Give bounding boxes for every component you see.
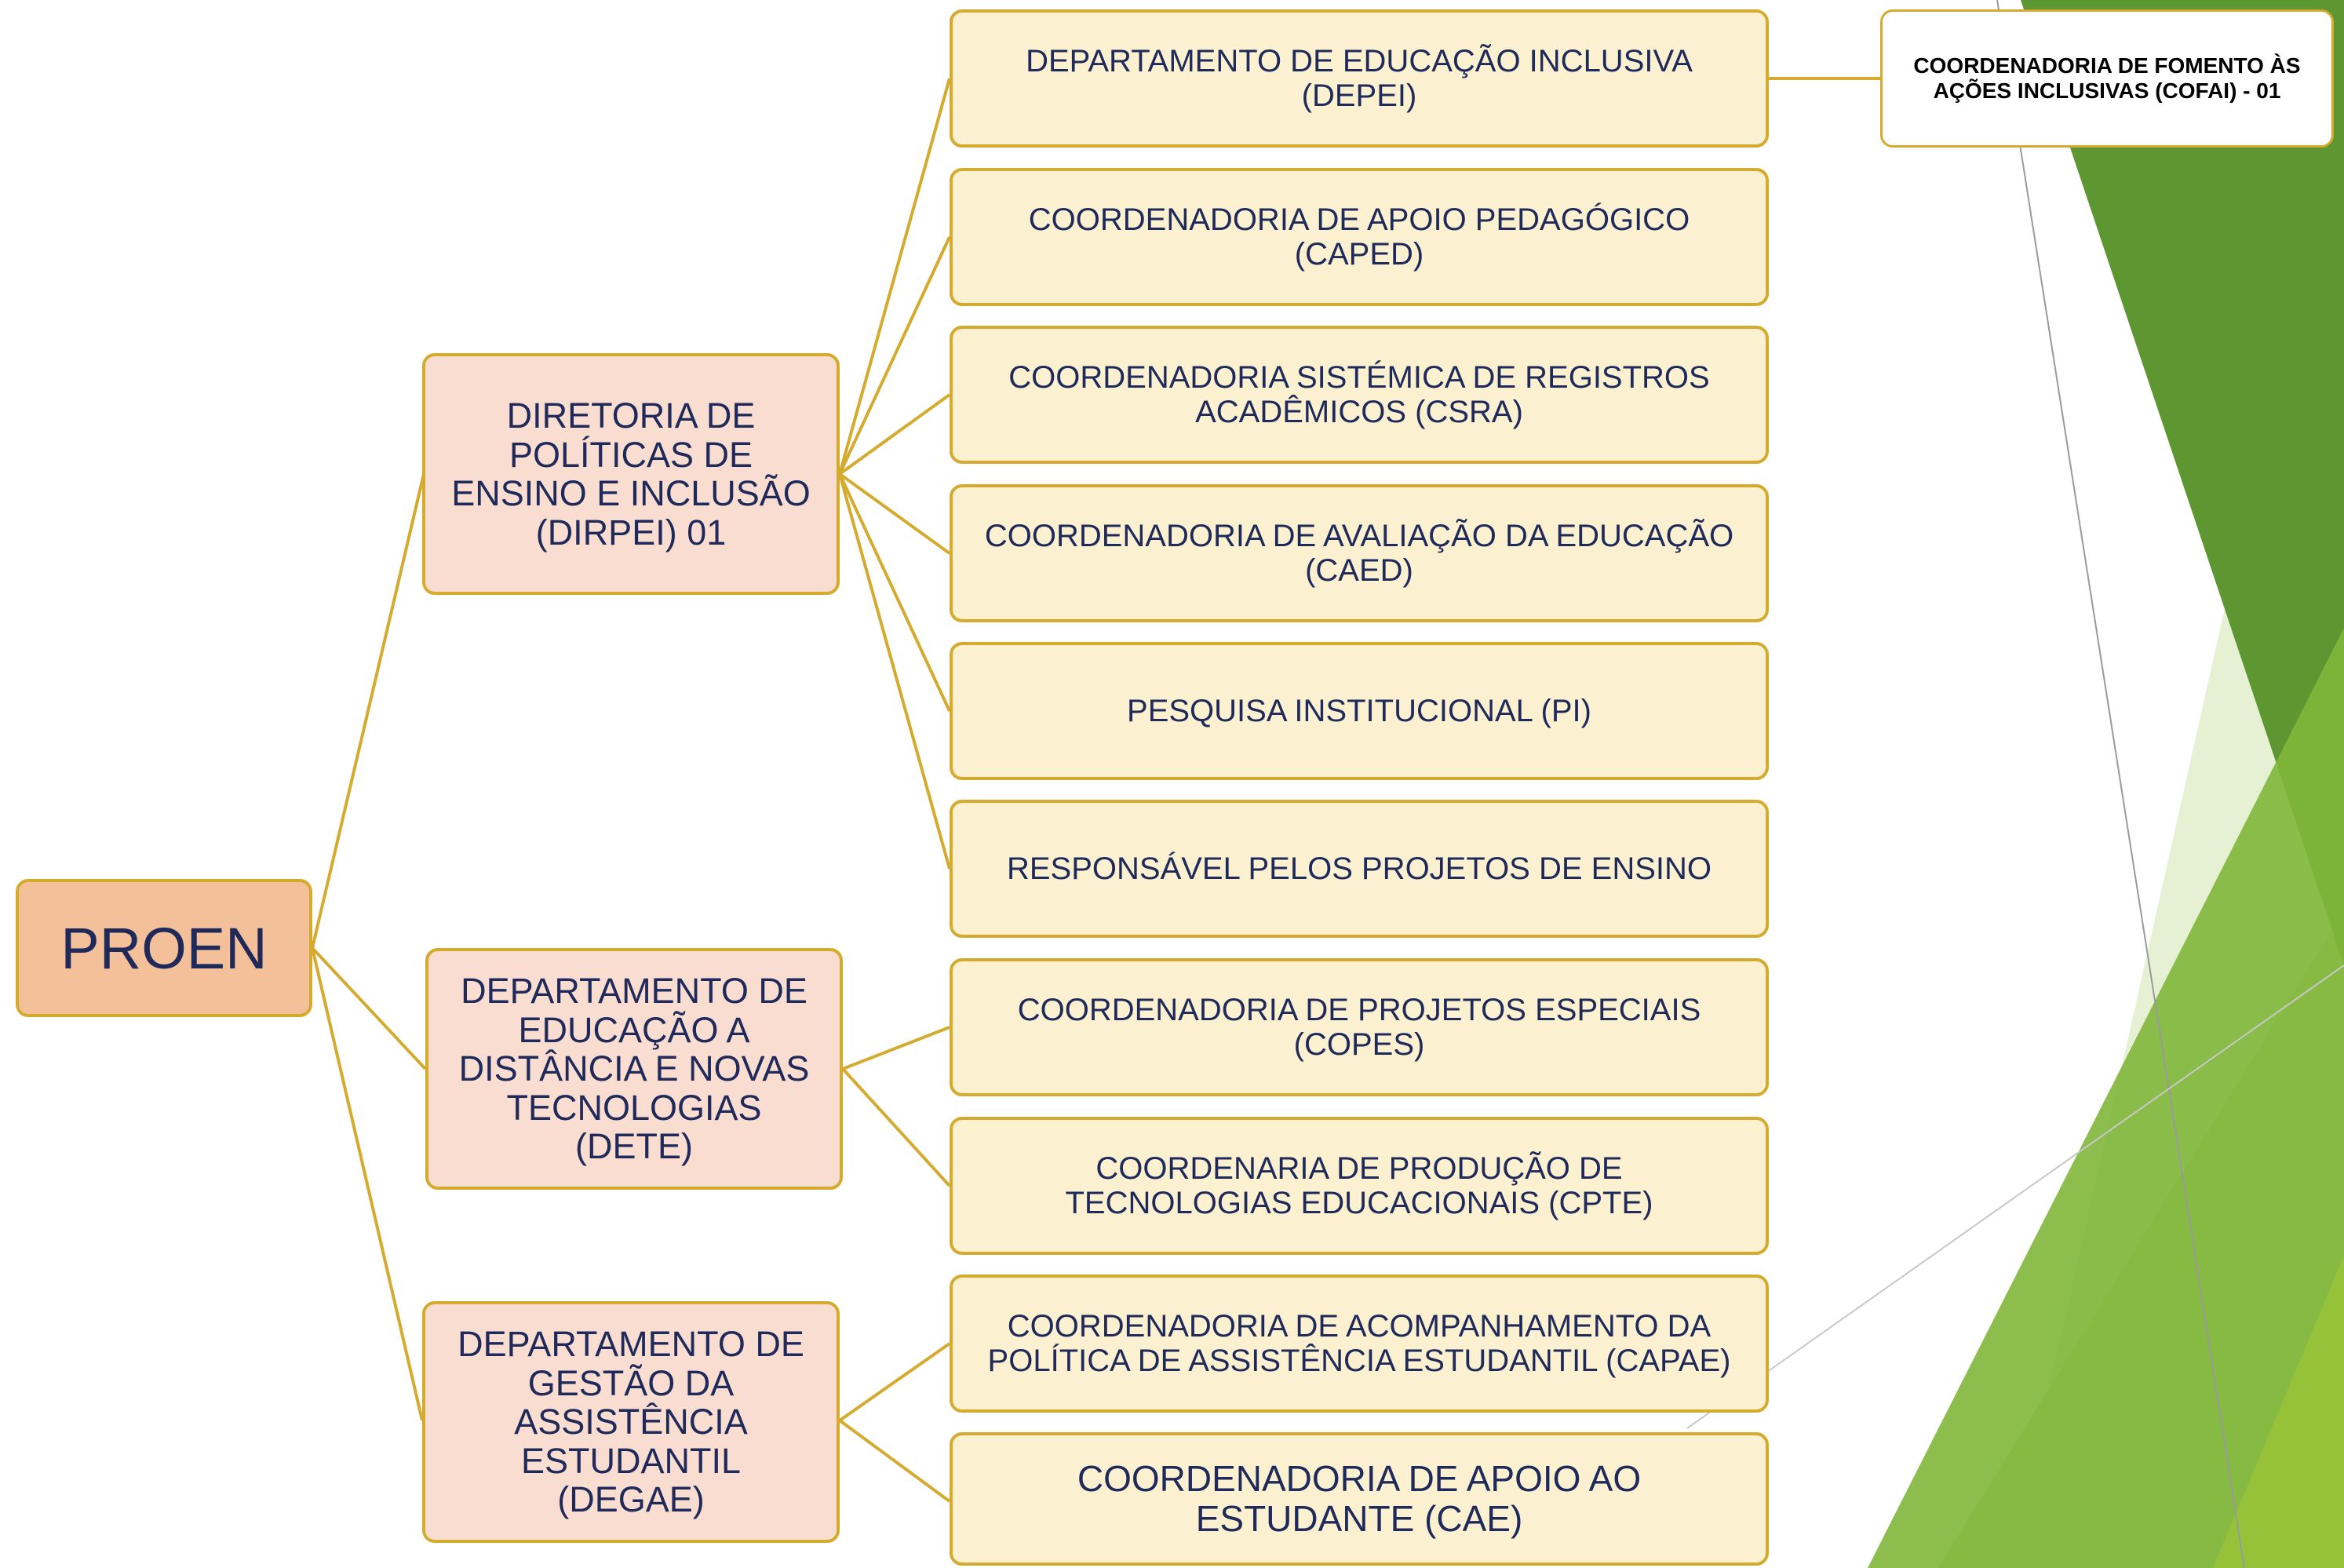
unit-node-projetos-ensino: RESPONSÁVEL PELOS PROJETOS DE ENSINO xyxy=(950,800,1769,938)
directorate-node-degae: DEPARTAMENTO DE GESTÃO DA ASSISTÊNCIA ES… xyxy=(422,1301,840,1543)
connector-line xyxy=(838,472,951,555)
unit-label: COORDENADORIA DE APOIO AO ESTUDANTE (CAE… xyxy=(1077,1458,1642,1539)
connector-line xyxy=(838,236,951,475)
unit-label: COORDENADORIA SISTÉMICA DE REGISTROS ACA… xyxy=(1008,360,1710,429)
unit-label: COORDENADORIA DE PROJETOS ESPECIAIS (COP… xyxy=(1017,993,1701,1062)
connector-line xyxy=(311,473,425,949)
unit-node-csra: COORDENADORIA SISTÉMICA DE REGISTROS ACA… xyxy=(950,326,1769,464)
directorate-node-dirpei: DIRETORIA DE POLÍTICAS DE ENSINO E INCLU… xyxy=(422,353,840,595)
green-triangle-mid xyxy=(1868,628,2344,1568)
unit-node-caed: COORDENADORIA DE AVALIAÇÃO DA EDUCAÇÃO (… xyxy=(950,484,1769,622)
green-triangle-bright xyxy=(2213,1256,2344,1568)
connector-line xyxy=(838,1342,951,1422)
connector-line xyxy=(311,946,427,1070)
unit-label: COORDENADORIA DE ACOMPANHAMENTO DA POLÍT… xyxy=(987,1309,1731,1378)
root-node-proen: PROEN xyxy=(16,879,312,1017)
directorate-node-dete: DEPARTAMENTO DE EDUCAÇÃO A DISTÂNCIA E N… xyxy=(425,948,843,1190)
unit-node-cae: COORDENADORIA DE APOIO AO ESTUDANTE (CAE… xyxy=(950,1432,1769,1566)
unit-node-depei: DEPARTAMENTO DE EDUCAÇÃO INCLUSIVA (DEPE… xyxy=(950,9,1769,148)
connector-line xyxy=(838,473,951,870)
directorate-label: DIRETORIA DE POLÍTICAS DE ENSINO E INCLU… xyxy=(451,396,811,552)
connector-line xyxy=(838,473,951,712)
sub-unit-label: COORDENADORIA DE FOMENTO ÀS AÇÕES INCLUS… xyxy=(1913,53,2301,103)
unit-label: PESQUISA INSTITUCIONAL (PI) xyxy=(1127,694,1591,728)
directorate-label: DEPARTAMENTO DE EDUCAÇÃO A DISTÂNCIA E N… xyxy=(458,971,810,1167)
green-triangle-dark xyxy=(2021,0,2344,965)
unit-node-capae: COORDENADORIA DE ACOMPANHAMENTO DA POLÍT… xyxy=(950,1274,1769,1413)
directorate-label: DEPARTAMENTO DE GESTÃO DA ASSISTÊNCIA ES… xyxy=(457,1324,804,1520)
unit-label: RESPONSÁVEL PELOS PROJETOS DE ENSINO xyxy=(1006,851,1712,886)
connector-line xyxy=(838,393,951,476)
connector-line xyxy=(842,1026,950,1070)
unit-node-caped: COORDENADORIA DE APOIO PEDAGÓGICO (CAPED… xyxy=(950,168,1769,306)
sub-unit-node-cofai: COORDENADORIA DE FOMENTO ÀS AÇÕES INCLUS… xyxy=(1880,9,2334,148)
connector-line xyxy=(841,1067,951,1187)
thin-grey-line xyxy=(1996,0,2245,1568)
unit-label: COORDENADORIA DE APOIO PEDAGÓGICO (CAPED… xyxy=(1028,202,1690,272)
thin-grey-line xyxy=(1686,965,2344,1429)
unit-label: COORDENARIA DE PRODUÇÃO DE TECNOLOGIAS E… xyxy=(1065,1151,1653,1220)
unit-node-pi: PESQUISA INSTITUCIONAL (PI) xyxy=(950,642,1769,780)
unit-label: COORDENADORIA DE AVALIAÇÃO DA EDUCAÇÃO (… xyxy=(984,519,1734,588)
unit-node-cpte: COORDENARIA DE PRODUÇÃO DE TECNOLOGIAS E… xyxy=(950,1117,1769,1255)
connector-line xyxy=(838,1419,951,1503)
unit-label: DEPARTAMENTO DE EDUCAÇÃO INCLUSIVA (DEPE… xyxy=(1026,44,1693,113)
root-node-label: PROEN xyxy=(60,915,268,981)
connector-line xyxy=(838,78,951,475)
connector-line xyxy=(311,947,424,1421)
unit-node-copes: COORDENADORIA DE PROJETOS ESPECIAIS (COP… xyxy=(950,958,1769,1096)
